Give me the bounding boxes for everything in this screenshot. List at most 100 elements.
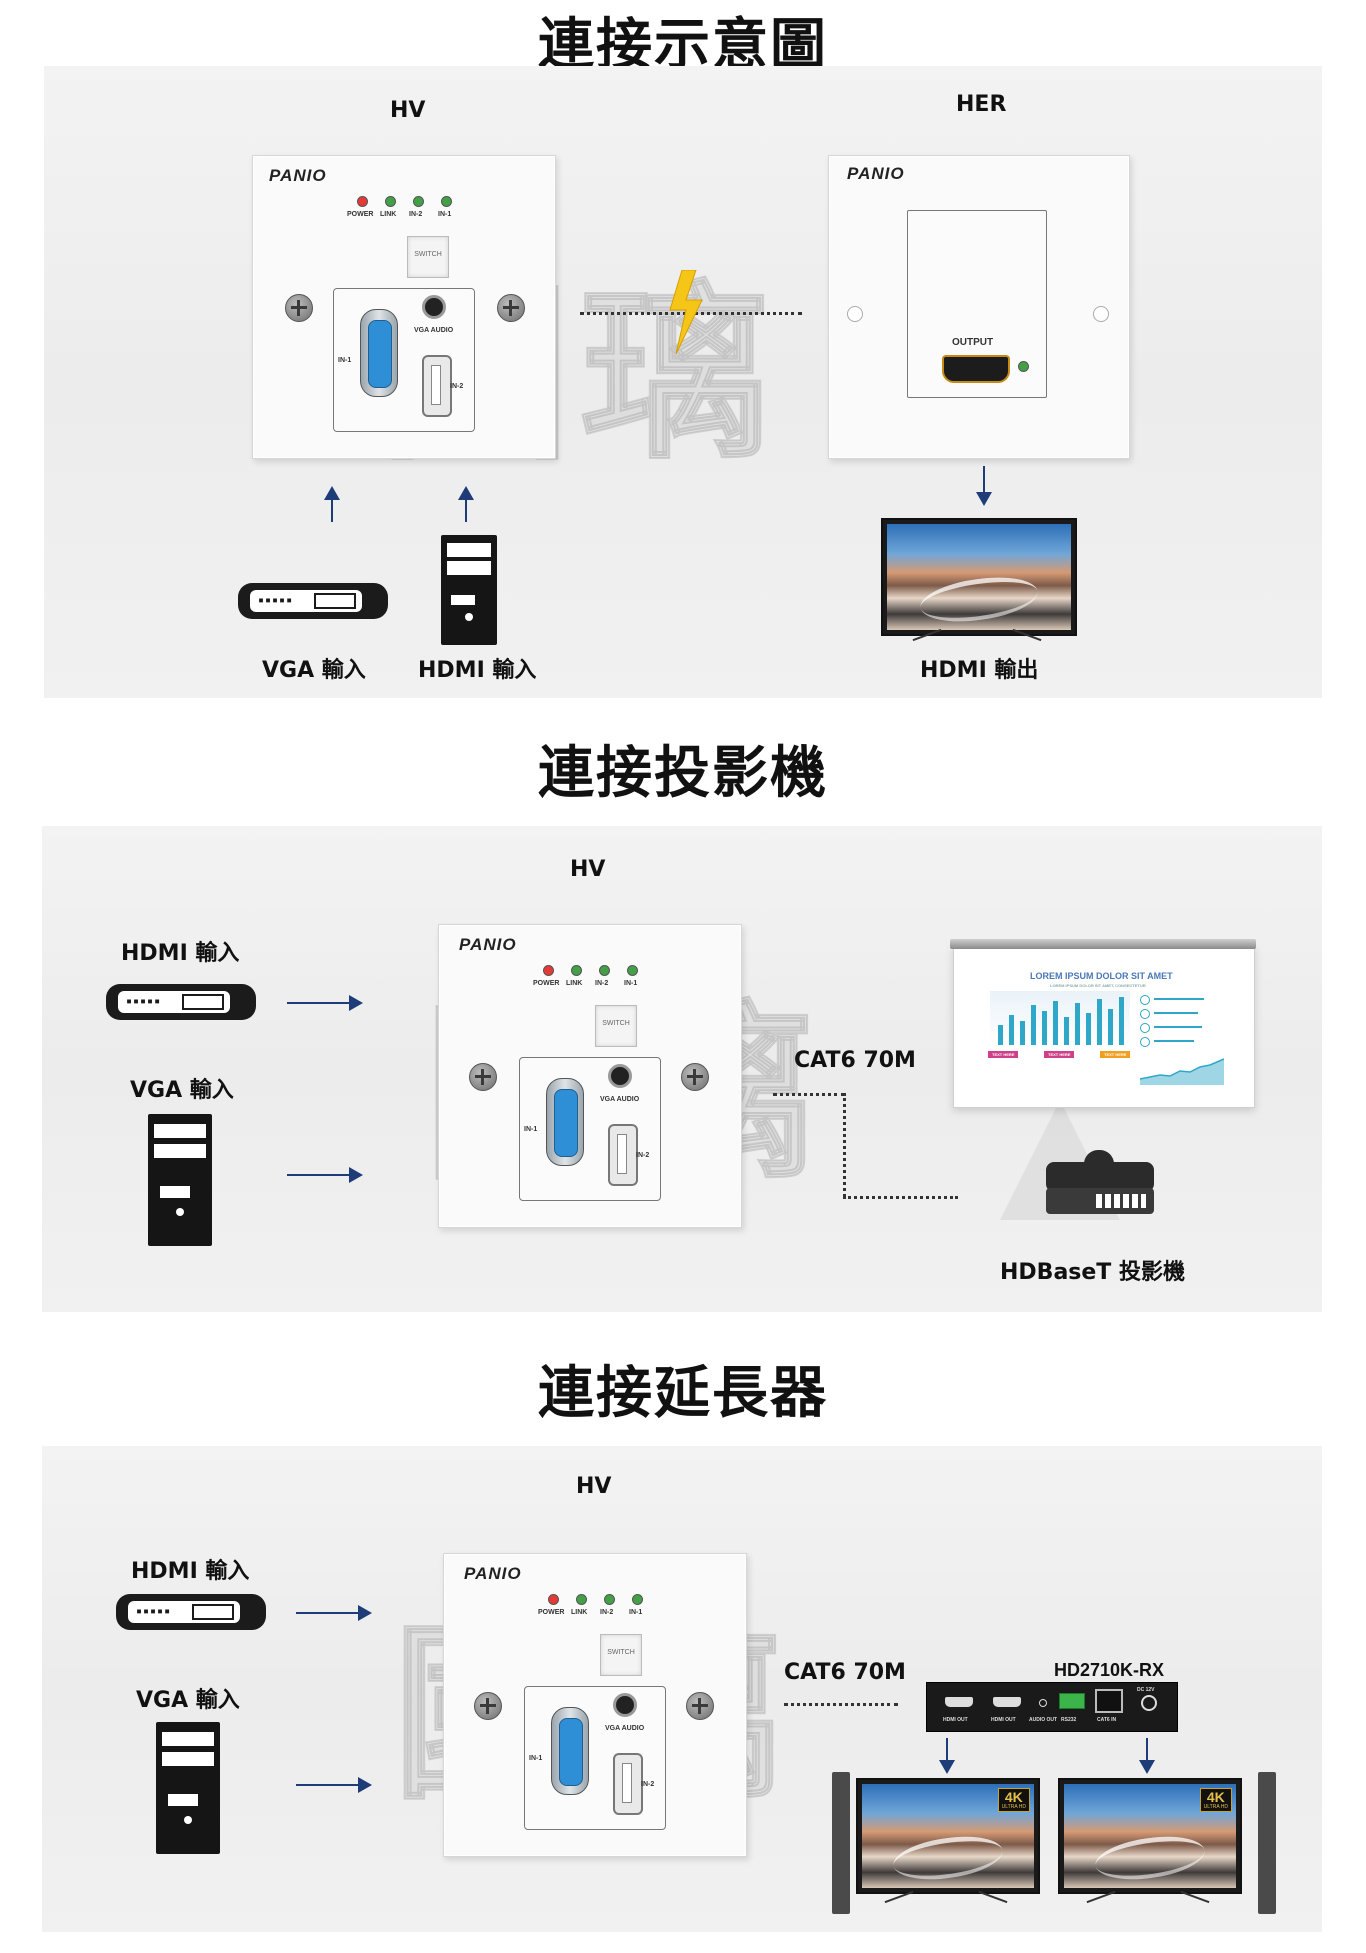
cat6-in-port-icon xyxy=(1095,1689,1123,1713)
screen-title: LOREM IPSUM DOLOR SIT AMET xyxy=(1030,971,1173,981)
hv-wall-plate: PANIO POWER LINK IN-2 IN-1 SWITCH VGA AU… xyxy=(443,1553,747,1857)
screw-left-icon xyxy=(474,1692,502,1720)
port-label: HDMI OUT xyxy=(991,1717,1016,1723)
hdmi-input-label: HDMI 輸入 xyxy=(418,652,536,684)
brand-logo: PANIO xyxy=(459,935,517,955)
output-led xyxy=(1018,361,1029,372)
badge-4k-text: 4K xyxy=(1204,1790,1228,1804)
in2-led xyxy=(413,196,424,207)
hv-wall-plate: PANIO POWER LINK IN-2 IN-1 SWITCH VGA AU… xyxy=(438,924,742,1228)
badge-4k-sub: ULTRA HD xyxy=(1002,1804,1026,1810)
audio-label: VGA AUDIO xyxy=(414,327,453,334)
4k-badge: 4K ULTRA HD xyxy=(1200,1788,1232,1812)
audio-jack-icon xyxy=(613,1693,637,1717)
vga-input-arrow xyxy=(287,1174,361,1176)
link-led xyxy=(571,965,582,976)
vga-input-label: VGA 輸入 xyxy=(262,652,366,684)
her-wall-plate: PANIO OUTPUT xyxy=(828,155,1130,459)
cable-label: CAT6 70M xyxy=(784,1660,906,1685)
in2-label: IN-2 xyxy=(450,383,463,390)
screw-hole-right xyxy=(1093,306,1109,322)
screw-hole-left xyxy=(847,306,863,322)
port-inset: VGA AUDIO IN-1 IN-2 xyxy=(524,1686,666,1830)
led-label-in1: IN-1 xyxy=(438,211,451,218)
led-label-in1: IN-1 xyxy=(629,1609,642,1616)
vga-source-tower-icon xyxy=(148,1114,212,1246)
screen-tag: TEXT HERE xyxy=(988,1051,1018,1058)
hdmi-output-arrow xyxy=(983,466,985,504)
port-label: CAT6 IN xyxy=(1097,1717,1116,1723)
lightning-icon xyxy=(662,270,710,354)
hdmi-output-label: HDMI 輸出 xyxy=(920,652,1038,684)
led-label-link: LINK xyxy=(571,1609,587,1616)
brand-logo: PANIO xyxy=(464,1564,522,1584)
port-label: DC 12V xyxy=(1137,1687,1155,1693)
vga-input-arrow xyxy=(331,488,333,522)
hdmi-port-icon xyxy=(422,355,452,417)
vga-source-device-icon: ▪▪▪▪▪ xyxy=(238,583,388,619)
hv-plate-title: HV xyxy=(570,857,605,882)
led-label-link: LINK xyxy=(380,211,396,218)
led-label-link: LINK xyxy=(566,980,582,987)
cat6-line-top xyxy=(773,1093,845,1096)
audio-jack-icon xyxy=(608,1064,632,1088)
in1-label: IN-1 xyxy=(524,1126,537,1133)
screw-right-icon xyxy=(686,1692,714,1720)
port-label: HDMI OUT xyxy=(943,1717,968,1723)
hdmi-port-icon xyxy=(613,1753,643,1815)
power-led xyxy=(357,196,368,207)
in2-label: IN-2 xyxy=(641,1781,654,1788)
audio-label: VGA AUDIO xyxy=(605,1725,644,1732)
hdmi-input-label: HDMI 輸入 xyxy=(121,935,239,967)
tv2-arrow xyxy=(1146,1738,1148,1772)
audio-out-port-icon xyxy=(1039,1699,1047,1707)
hdmi-out-port-icon xyxy=(993,1697,1021,1707)
screw-right-icon xyxy=(497,294,525,322)
port-label: RS232 xyxy=(1061,1717,1076,1723)
in2-led xyxy=(599,965,610,976)
tv-4k-right-icon: 4K ULTRA HD xyxy=(1058,1778,1242,1894)
screen-roller xyxy=(950,939,1256,949)
speaker-right-icon xyxy=(1258,1772,1276,1914)
screen-subtitle: LOREM IPSUM DOLOR SIT AMET, CONSECTETUR xyxy=(1050,983,1146,988)
vga-port-icon xyxy=(551,1707,589,1795)
section2-heading: 連接投影機 xyxy=(0,728,1366,809)
hdmi-input-label: HDMI 輸入 xyxy=(131,1553,249,1585)
tv-stand-icon xyxy=(912,634,1042,646)
in2-label: IN-2 xyxy=(636,1152,649,1159)
switch-label: SWITCH xyxy=(596,1020,636,1027)
port-label: AUDIO OUT xyxy=(1029,1717,1057,1723)
display-tv-icon xyxy=(881,518,1077,636)
tv-stand-left-icon xyxy=(884,1896,1008,1906)
power-led xyxy=(543,965,554,976)
cat6-line-vertical xyxy=(843,1093,846,1197)
screen-bar-chart xyxy=(990,991,1130,1045)
audio-jack-icon xyxy=(422,295,446,319)
link-led xyxy=(576,1594,587,1605)
vga-port-icon xyxy=(546,1078,584,1166)
dc-power-port-icon xyxy=(1141,1695,1157,1711)
led-label-power: POWER xyxy=(533,980,559,987)
screen-icon-column xyxy=(1140,995,1210,1053)
hdmi-port-icon xyxy=(608,1124,638,1186)
switch-button: SWITCH xyxy=(595,1005,637,1047)
screen-bar-chart-bars xyxy=(990,991,1130,1045)
in1-label: IN-1 xyxy=(529,1755,542,1762)
output-inset: OUTPUT xyxy=(907,210,1047,398)
projector-icon xyxy=(1046,1150,1154,1220)
rs232-port-icon xyxy=(1059,1693,1085,1709)
switch-label: SWITCH xyxy=(601,1649,641,1656)
cable-label: CAT6 70M xyxy=(794,1048,916,1073)
receiver-label: HD2710K-RX xyxy=(1054,1660,1164,1681)
hd2710k-rx-receiver: HDMI OUT HDMI OUT AUDIO OUT RS232 CAT6 I… xyxy=(926,1682,1178,1732)
screw-left-icon xyxy=(285,294,313,322)
led-label-in2: IN-2 xyxy=(600,1609,613,1616)
hv-wall-plate: PANIO POWER LINK IN-2 IN-1 SWITCH VGA AU… xyxy=(252,155,556,459)
badge-4k-sub: ULTRA HD xyxy=(1204,1804,1228,1810)
in1-led xyxy=(627,965,638,976)
cat6-line-bottom xyxy=(843,1196,958,1199)
section3-heading: 連接延長器 xyxy=(0,1348,1366,1429)
speaker-left-icon xyxy=(832,1772,850,1914)
hdmi-source-tower-icon xyxy=(441,535,497,645)
screen-tag: TEXT HERE xyxy=(1100,1051,1130,1058)
